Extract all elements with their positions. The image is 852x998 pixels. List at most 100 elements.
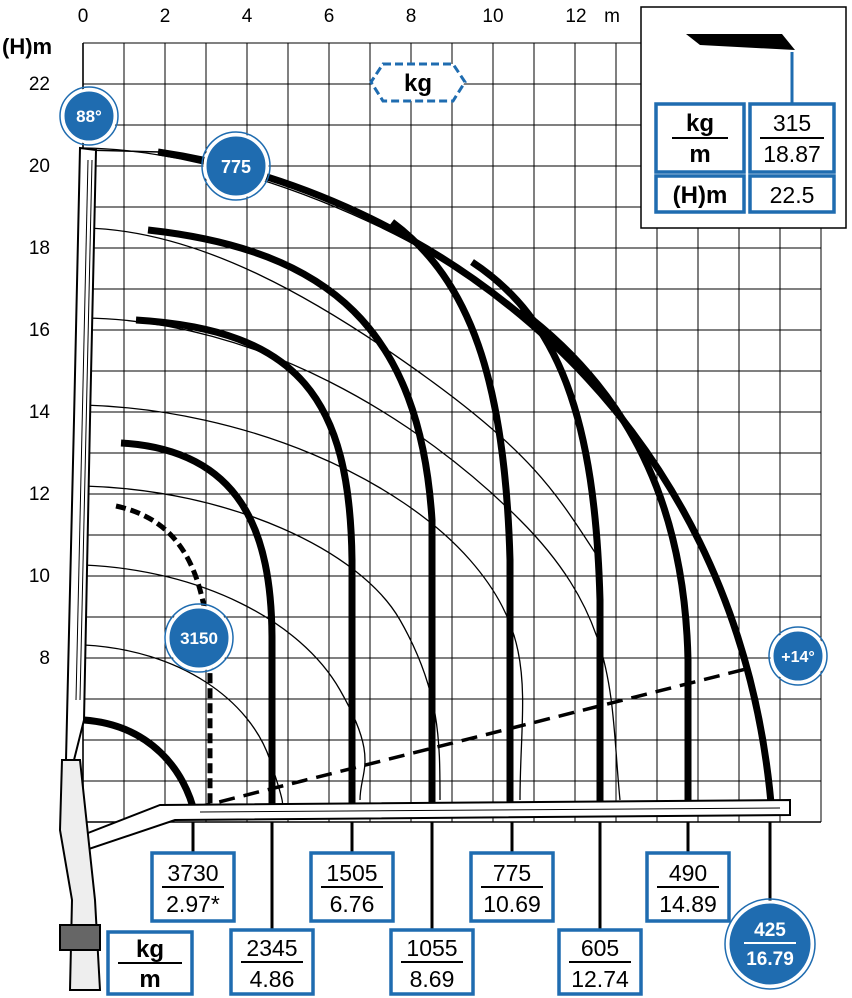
crane-column xyxy=(58,759,102,991)
unit-badge-frame xyxy=(369,62,467,103)
load-curve xyxy=(157,148,776,816)
capacity-kg: 775 xyxy=(493,860,531,886)
capacity-kg: 1055 xyxy=(406,935,457,961)
capacity-box: 1505 6.76 xyxy=(309,851,395,923)
load-curve xyxy=(389,219,514,815)
capacity-m: 12.74 xyxy=(571,966,629,992)
legend-panel: kg m 315 18.87 (H)m 22.5 xyxy=(640,6,847,229)
unit-badge: kg xyxy=(369,62,467,103)
y-tick-label: 16 xyxy=(29,320,50,341)
capacity-key-kg: kg xyxy=(136,936,164,963)
crane-base xyxy=(59,924,101,951)
y-tick-label: 18 xyxy=(29,238,50,259)
angle-top-text: 88° xyxy=(76,107,102,126)
thin-curve xyxy=(83,317,621,801)
capacity-box: 2345 4.86 xyxy=(229,928,315,996)
capacity-key-m: m xyxy=(139,966,160,993)
load-curve xyxy=(135,316,356,815)
legend-height-value-cell xyxy=(748,174,836,214)
boom-tip-icon xyxy=(686,34,795,50)
y-tick-label: 14 xyxy=(29,402,51,423)
y-tick-label: 10 xyxy=(29,566,50,587)
capacity-badge-max-reach: 425 16.79 xyxy=(724,898,816,990)
y-tick-label: 22 xyxy=(29,74,50,95)
inner-load-text: 3150 xyxy=(180,629,218,648)
capacity-kg: 425 xyxy=(754,920,786,941)
load-badge-inner: 3150 xyxy=(164,603,234,673)
boom-horizontal xyxy=(68,798,791,854)
dashed-load-curve xyxy=(115,503,213,815)
capacity-kg: 1505 xyxy=(326,860,377,886)
x-tick-label: 10 xyxy=(482,6,503,27)
thin-curve xyxy=(83,227,601,561)
capacity-kg: 490 xyxy=(669,860,707,886)
capacity-box: 490 14.89 xyxy=(645,851,731,923)
capacity-m: 14.89 xyxy=(659,891,717,917)
thin-curve xyxy=(83,485,441,801)
load-badge-top: 775 xyxy=(201,131,271,201)
thin-curve xyxy=(83,147,531,321)
reach-markers xyxy=(191,822,772,930)
badge-circle xyxy=(166,605,232,671)
badge-ring xyxy=(724,898,816,990)
angle-low-text: +14° xyxy=(781,649,815,666)
capacity-m: 6.76 xyxy=(330,891,375,917)
unit-badge-text: kg xyxy=(404,70,432,97)
thin-curve xyxy=(83,564,366,801)
capacity-box: 1055 8.69 xyxy=(389,928,475,996)
lowest-boom-angle-line xyxy=(194,666,751,810)
capacity-m: 8.69 xyxy=(410,966,455,992)
badge-ring xyxy=(201,131,271,201)
badge-ring xyxy=(164,603,234,673)
capacity-kg: 2345 xyxy=(246,935,297,961)
load-curve xyxy=(83,716,199,816)
y-axis-labels: (H)m 22 20 18 16 14 12 10 8 xyxy=(2,34,52,669)
capacity-m: 2.97* xyxy=(166,891,220,917)
crane-boom-icon xyxy=(58,146,791,991)
capacity-box: 3730 2.97* xyxy=(150,851,236,923)
legend-height-label-cell xyxy=(654,174,746,214)
y-tick-label: 8 xyxy=(39,648,50,669)
y-tick-label: 12 xyxy=(29,484,50,505)
badge-ring xyxy=(768,626,828,686)
x-axis-labels: 0 2 4 6 8 10 12 m xyxy=(78,6,620,27)
chart-grid xyxy=(82,42,822,823)
badge-circle xyxy=(203,133,269,199)
badge-ring xyxy=(59,86,119,146)
capacity-kg: 3730 xyxy=(167,860,218,886)
boom-detail xyxy=(79,159,93,701)
top-load-text: 775 xyxy=(221,157,251,177)
x-tick-label: 4 xyxy=(242,6,253,27)
angle-badge-low: +14° xyxy=(768,626,828,686)
legend-height-label: (H)m xyxy=(673,182,728,209)
capacity-box: 605 12.74 xyxy=(557,928,643,996)
legend-reach-value: 18.87 xyxy=(763,141,821,167)
x-tick-label: 12 xyxy=(565,6,586,27)
boom-detail xyxy=(199,807,781,813)
load-curve xyxy=(147,226,436,815)
x-tick-label: 0 xyxy=(78,6,89,27)
load-curves xyxy=(83,148,776,816)
capacity-key: kg m xyxy=(106,930,194,996)
thin-curve xyxy=(83,404,524,801)
legend-load-value: 315 xyxy=(773,110,811,136)
capacity-m: 4.86 xyxy=(250,966,295,992)
x-tick-label: 2 xyxy=(160,6,171,27)
y-axis-title: (H)m xyxy=(2,34,52,59)
load-curve xyxy=(120,439,276,815)
legend-height-value: 22.5 xyxy=(770,182,815,208)
capacity-m: 10.69 xyxy=(483,891,541,917)
capacity-kg: 605 xyxy=(581,935,619,961)
angle-badge-top: 88° xyxy=(59,86,119,146)
x-tick-label: 6 xyxy=(324,6,335,27)
boom-detail xyxy=(75,159,89,701)
badge-circle xyxy=(770,628,826,684)
legend-kg-label: kg xyxy=(686,110,714,137)
load-curve xyxy=(470,259,604,815)
x-tick-label: 8 xyxy=(406,6,417,27)
badge-circle xyxy=(61,88,117,144)
capacity-box: 775 10.69 xyxy=(469,851,555,923)
capacity-m: 16.79 xyxy=(746,949,794,970)
y-tick-label: 20 xyxy=(29,156,50,177)
